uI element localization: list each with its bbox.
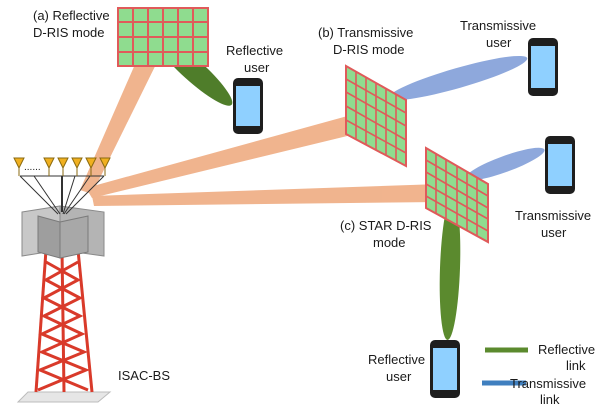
bs-beam-to-transmissive-ris [86,112,372,198]
transmissive-mode-label: (b) Transmissive D-RIS mode [318,25,417,57]
isac-bs-tower: ...... [13,157,112,403]
phone-reflective-user-a [233,78,263,134]
star-ris-panel [425,146,489,244]
reflective-ris-panel [117,7,209,67]
transmissive-user-c-label: Transmissive user [515,208,595,240]
reflective-user-a-label: Reflective user [226,43,287,75]
transmissive-link-legend-label: Transmissive link [510,376,590,407]
tower-base [16,391,112,403]
transmissive-user-b-label: Transmissive user [460,18,540,50]
bs-beam-to-star-ris [92,184,440,206]
phone-reflective-user-c [430,340,460,398]
bs-array-dots: ...... [24,162,41,173]
reflective-link-c [439,196,461,340]
legend: Reflective link Transmissive link [482,342,599,407]
star-mode-label: (c) STAR D-RIS mode [340,218,435,250]
isac-bs-label: ISAC-BS [118,368,170,383]
transmissive-link-b [388,55,528,101]
reflective-user-c-label: Reflective user [368,352,429,384]
bs-beam-to-reflective-ris [80,30,168,194]
bs-antenna-array [13,157,111,176]
bs-beams [80,30,440,206]
phone-transmissive-user-c [545,136,575,194]
transmissive-link-c [465,147,545,181]
reflective-link-legend-label: Reflective link [538,342,599,373]
reflective-mode-label: (a) Reflective D-RIS mode [33,8,113,40]
transmissive-ris-panel [345,64,407,168]
phone-transmissive-user-b [528,38,558,96]
